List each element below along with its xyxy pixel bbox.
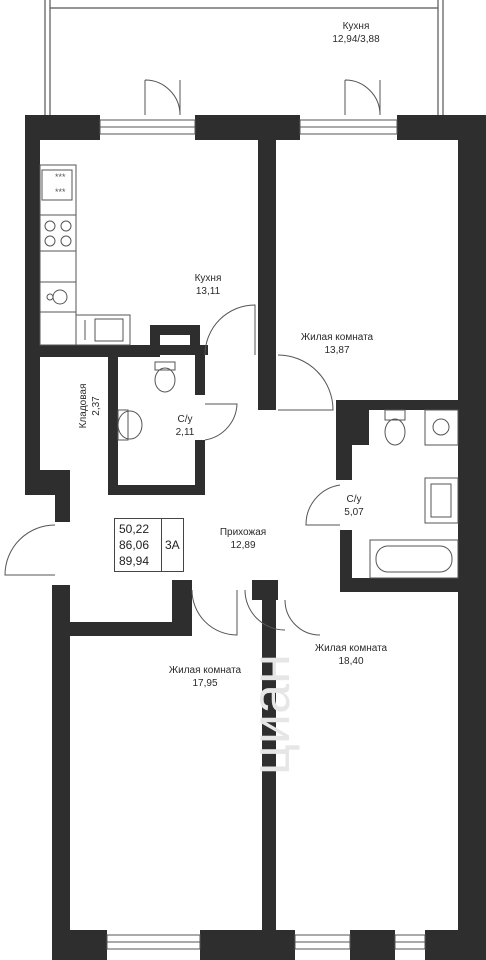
washer-2 bbox=[424, 409, 459, 446]
bath1-fixtures bbox=[117, 361, 176, 441]
area-summary-box: 50,22 86,06 89,94 3А bbox=[114, 518, 184, 572]
sink-2 bbox=[424, 477, 459, 524]
wall-bottom-left bbox=[52, 930, 107, 960]
toilet-2-tank bbox=[384, 409, 406, 421]
shaft-wall-r bbox=[190, 325, 200, 355]
balcony-area: 12,94/3,88 bbox=[332, 34, 380, 45]
living2-name: Жилая комната bbox=[168, 665, 242, 676]
kitchen-name: Кухня bbox=[194, 273, 222, 284]
door-bath1 bbox=[204, 403, 238, 441]
balcony-name: Кухня bbox=[342, 21, 370, 32]
living3-area: 18,40 bbox=[338, 656, 364, 667]
wall-hall-bottom bbox=[52, 622, 192, 636]
wall-living-divider bbox=[262, 580, 276, 960]
sink-1 bbox=[117, 410, 143, 440]
living-area: 50,22 bbox=[119, 522, 150, 536]
hob-top bbox=[41, 169, 73, 201]
wall-bath2-notch bbox=[345, 410, 369, 445]
door-bath2 bbox=[305, 484, 341, 526]
label-kitchen: Кухня 13,11 bbox=[168, 272, 248, 298]
label-living1: Жилая комната 13,87 bbox=[282, 331, 392, 357]
hall-area: 12,89 bbox=[230, 540, 256, 551]
toilet-2 bbox=[384, 418, 406, 446]
living3-name: Жилая комната bbox=[314, 643, 388, 654]
bathtub bbox=[369, 539, 459, 579]
kitchen-counter: *** *** bbox=[39, 164, 131, 346]
wall-bath1-right bbox=[195, 345, 205, 395]
living2-area: 17,95 bbox=[192, 678, 218, 689]
wall-left-notch bbox=[55, 470, 70, 522]
bath2-fixtures bbox=[369, 409, 459, 579]
wall-bath2-bottom bbox=[340, 578, 458, 592]
door-balcony-2 bbox=[344, 79, 381, 116]
washer bbox=[39, 281, 77, 313]
svg-text:***: *** bbox=[55, 187, 66, 197]
wall-left-lower bbox=[52, 585, 70, 960]
shaft-wall-l bbox=[150, 325, 160, 355]
wall-top-mid bbox=[195, 115, 300, 140]
door-living2 bbox=[191, 589, 238, 636]
apartment-type: 3А bbox=[165, 538, 180, 552]
label-living3: Жилая комната 18,40 bbox=[296, 642, 406, 668]
label-balcony: Кухня 12,94/3,88 bbox=[296, 20, 416, 46]
wall-bath2-left-low bbox=[340, 530, 352, 590]
door-kitchen bbox=[204, 304, 256, 356]
bath2-area: 5,07 bbox=[344, 507, 364, 518]
bath1-area: 2,11 bbox=[175, 427, 195, 438]
wall-storage-right bbox=[108, 345, 118, 495]
stove bbox=[39, 214, 77, 252]
windows bbox=[99, 119, 426, 950]
total-area: 86,06 bbox=[119, 538, 150, 552]
wall-bottom-mid bbox=[200, 930, 295, 960]
label-storage: Кладовая 2,37 bbox=[77, 366, 103, 446]
sink bbox=[75, 314, 131, 346]
wall-bath1-bottom bbox=[108, 485, 205, 495]
label-hall: Прихожая 12,89 bbox=[203, 526, 283, 552]
storage-name: Кладовая bbox=[78, 383, 89, 429]
wall-left-upper bbox=[25, 115, 40, 495]
wall-bath1-top bbox=[108, 345, 208, 355]
bath1-name: С/у bbox=[177, 414, 193, 425]
shaft-wall bbox=[150, 325, 200, 335]
door-balcony-1 bbox=[144, 79, 181, 116]
watermark-logo: циан bbox=[241, 654, 301, 775]
wall-kitchen-living bbox=[258, 140, 276, 410]
door-living3 bbox=[244, 589, 286, 631]
doors bbox=[4, 79, 381, 636]
bath2-name: С/у bbox=[346, 494, 362, 505]
summary-separator bbox=[161, 519, 162, 571]
walls bbox=[25, 115, 486, 960]
total-with-balcony: 89,94 bbox=[119, 554, 150, 568]
label-bath2: С/у 5,07 bbox=[329, 493, 379, 519]
door-living3-b bbox=[284, 599, 321, 636]
toilet-1 bbox=[154, 367, 176, 393]
balcony-outline bbox=[44, 0, 444, 115]
wall-right bbox=[458, 115, 486, 960]
wall-bottom-right bbox=[425, 930, 486, 960]
door-entrance bbox=[4, 524, 56, 576]
storage-area: 2,37 bbox=[91, 396, 102, 416]
kitchen-area: 13,11 bbox=[195, 286, 221, 297]
svg-text:***: *** bbox=[55, 172, 66, 182]
living1-name: Жилая комната bbox=[300, 332, 374, 343]
hall-name: Прихожая bbox=[219, 527, 267, 538]
living1-area: 13,87 bbox=[324, 345, 350, 356]
door-living1 bbox=[277, 354, 334, 411]
wall-bath1-right-low bbox=[195, 440, 205, 495]
wall-bottom-mid2 bbox=[350, 930, 395, 960]
label-living2: Жилая комната 17,95 bbox=[150, 664, 260, 690]
label-bath1: С/у 2,11 bbox=[160, 413, 210, 439]
wall-hall-stub bbox=[172, 580, 192, 636]
wall-bath2-top bbox=[336, 400, 458, 410]
